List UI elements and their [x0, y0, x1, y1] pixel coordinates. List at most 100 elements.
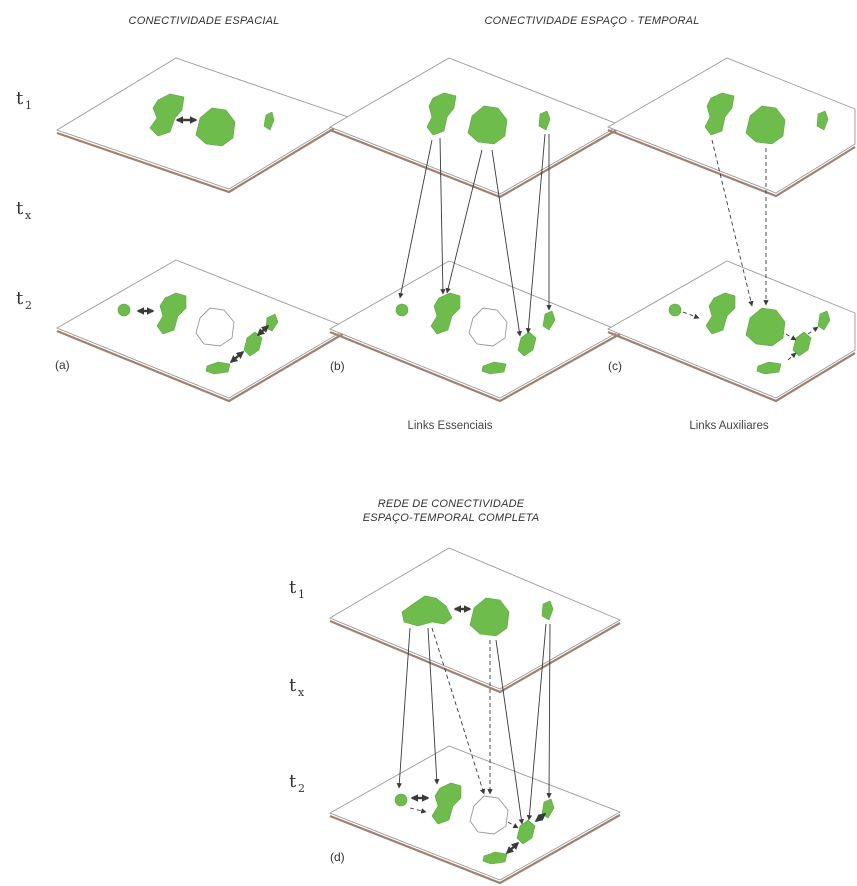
time-label-t1-d: t 1: [289, 577, 305, 601]
patch-c-t1-1: [704, 92, 735, 136]
auxiliary-link-d-1: [431, 627, 486, 795]
svg-text:t: t: [289, 577, 297, 598]
patch-b-t1-3: [538, 110, 551, 131]
spatial-link-a-t2-2: [256, 324, 270, 337]
svg-text:1: 1: [25, 99, 32, 112]
svg-text:x: x: [25, 209, 32, 222]
panel-label-d: (d): [330, 850, 345, 864]
patch-b-t2-1: [395, 303, 409, 317]
essential-link-d-4: [526, 623, 547, 821]
patch-c-t2-6: [756, 361, 782, 375]
spatial-link-c-2: [785, 333, 797, 341]
panel-b: (b): [328, 57, 622, 403]
panel-label-c: (c): [608, 359, 622, 373]
essential-link-d-5: [546, 623, 552, 799]
heading-complete-line2: ESPAÇO-TEMPORAL COMPLETA: [363, 512, 540, 524]
patch-a-t2-2: [156, 292, 187, 335]
svg-text:2: 2: [298, 782, 305, 795]
patch-d-t2-5: [482, 851, 508, 865]
time-label-t2: t 2: [16, 288, 32, 312]
time-label-t2-base: t: [16, 288, 24, 309]
spatial-link-c-3: [807, 326, 819, 335]
patch-c-t1-3: [816, 110, 829, 131]
heading-spatial: CONECTIVIDADE ESPACIAL: [129, 15, 280, 27]
time-label-tx-base: t: [16, 198, 24, 219]
panel-label-a: (a): [55, 358, 70, 372]
time-label-tx-d-base: t: [289, 675, 297, 696]
patch-c-t2-2: [705, 292, 736, 335]
spatial-link-a-t2-3: [229, 351, 245, 363]
essential-link-b-3: [445, 149, 483, 294]
essential-link-b-5: [525, 133, 546, 334]
patch-d-t1-1: [401, 595, 453, 627]
patch-a-t2-5: [205, 361, 231, 375]
time-label-tx-sub: x: [25, 209, 32, 222]
auxiliary-link-c-1: [711, 139, 754, 307]
patch-b-t1-1: [426, 92, 457, 136]
time-label-t2-d-base: t: [289, 771, 297, 792]
essential-link-d-1: [396, 627, 411, 789]
essential-link-b-2: [439, 137, 446, 295]
svg-text:t: t: [16, 198, 24, 219]
heading-complete-line1: REDE DE CONECTIVIDADE: [378, 498, 525, 510]
panel-label-b: (b): [330, 359, 345, 373]
time-label-tx-d-sub: x: [298, 686, 305, 699]
panel-c: (c): [606, 57, 856, 403]
essential-link-d-2: [427, 627, 440, 785]
spatial-link-d-t2-3: [507, 821, 519, 829]
time-label-t2-d: t 2: [289, 771, 305, 795]
patch-d-t1-2: [469, 597, 510, 637]
time-label-tx-d: t x: [289, 675, 305, 699]
patch-b-t2-3: [542, 310, 556, 331]
panel-a: (a): [55, 57, 350, 403]
time-label-t1-base: t: [16, 88, 24, 109]
caption-auxiliary-links: Links Auxiliares: [689, 420, 769, 432]
spatial-link-d-t2-4: [534, 813, 547, 822]
ghost-patch-b-t2: [468, 307, 508, 347]
panel-d: (d): [328, 547, 622, 885]
patch-b-t2-2: [430, 292, 461, 335]
patch-d-t2-2: [431, 782, 462, 825]
svg-text:1: 1: [298, 588, 305, 601]
time-label-t1-sub: 1: [25, 99, 32, 112]
patch-a-t1-3: [263, 111, 275, 131]
time-label-tx: t x: [16, 198, 32, 222]
svg-text:2: 2: [25, 299, 32, 312]
plane-c-t2: [606, 260, 856, 403]
caption-essential-links: Links Essenciais: [407, 420, 492, 432]
svg-text:t: t: [289, 771, 297, 792]
svg-text:t: t: [289, 675, 297, 696]
heading-spatiotemporal: CONECTIVIDADE ESPAÇO - TEMPORAL: [484, 15, 699, 27]
svg-text:t: t: [16, 288, 24, 309]
patch-a-t2-4: [243, 331, 263, 357]
time-label-t1-d-sub: 1: [298, 588, 305, 601]
patch-a-t1-2: [195, 107, 236, 147]
essential-link-b-4: [491, 149, 522, 337]
time-label-t1-d-base: t: [289, 577, 297, 598]
essential-link-b-1: [398, 139, 433, 299]
svg-text:x: x: [298, 686, 305, 699]
spatial-link-c-4: [787, 352, 797, 361]
patch-c-t2-3: [745, 307, 786, 347]
patch-c-t2-5: [792, 331, 812, 357]
time-label-t1: t 1: [16, 88, 32, 112]
patch-a-t2-1: [117, 303, 131, 317]
patch-b-t2-5: [481, 361, 507, 375]
patch-d-t1-3: [541, 600, 554, 621]
patch-d-t2-1: [394, 793, 408, 807]
spatial-link-d-t2-5: [505, 841, 520, 855]
essential-link-d-3: [495, 639, 524, 825]
time-label-t2-d-sub: 2: [298, 782, 305, 795]
patch-c-t2-1: [668, 303, 682, 317]
spatial-link-c-1: [682, 311, 700, 319]
patch-c-t1-2: [745, 105, 786, 145]
time-label-t2-sub: 2: [25, 299, 32, 312]
ghost-patch-d-t2: [469, 795, 509, 835]
patch-c-t2-4: [817, 310, 831, 331]
svg-text:t: t: [16, 88, 24, 109]
plane-c-t1: [606, 57, 856, 198]
patch-b-t1-2: [467, 105, 508, 145]
ghost-patch-a-t2: [195, 307, 235, 347]
patch-a-t1-1: [149, 93, 185, 137]
